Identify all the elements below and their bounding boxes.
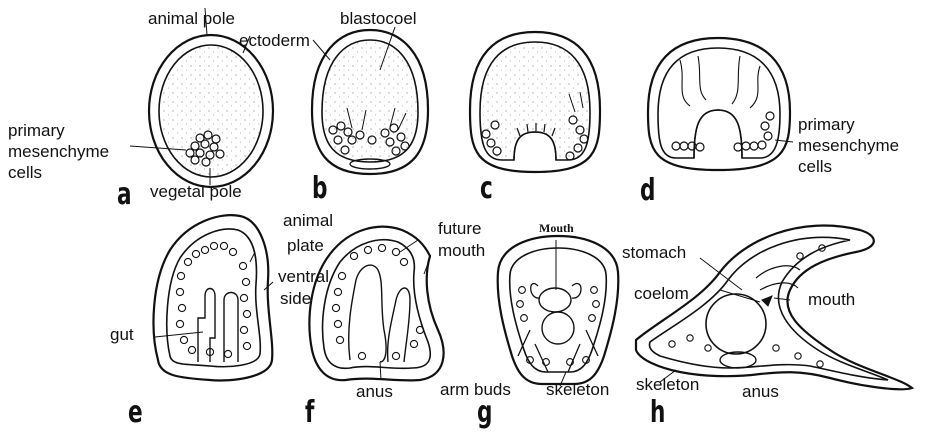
label-mouth-h: mouth [808, 291, 855, 308]
label-side: side [280, 290, 311, 307]
embryo-b [312, 27, 428, 174]
panel-letter-d: d [640, 176, 655, 206]
label-stomach: stomach [622, 244, 686, 261]
label-future: future [438, 220, 481, 237]
panel-letter-h: h [650, 398, 665, 428]
label-skeleton-g: skeleton [546, 381, 609, 398]
label-mesenchyme-d: mesenchyme [798, 137, 899, 154]
label-animal-pole: animal pole [148, 10, 235, 27]
embryo-d [648, 38, 793, 170]
label-plate: plate [287, 237, 324, 254]
panel-letter-b: b [312, 174, 327, 204]
panel-letter-f: f [305, 398, 314, 428]
label-mouth-f: mouth [438, 242, 485, 259]
label-ventral: ventral [278, 268, 329, 285]
label-coelom: coelom [634, 285, 689, 302]
panel-letter-c: c [480, 174, 493, 204]
label-ectoderm: ectoderm [239, 32, 310, 49]
panel-letter-a: a [117, 180, 132, 210]
label-primary-a: primary [8, 122, 65, 139]
label-animal: animal [283, 212, 333, 229]
label-mouth-g: Mouth [539, 222, 574, 234]
label-vegetal-pole: vegetal pole [150, 183, 242, 200]
label-skeleton-h: skeleton [636, 376, 699, 393]
label-blastocoel: blastocoel [340, 10, 417, 27]
label-anus-f: anus [356, 383, 393, 400]
label-mesenchyme-a: mesenchyme [8, 143, 109, 160]
label-primary-d: primary [798, 116, 855, 133]
label-arm-buds: arm buds [440, 381, 511, 398]
embryo-e [154, 215, 273, 380]
label-anus-h: anus [742, 383, 779, 400]
panel-letter-g: g [477, 398, 492, 428]
label-gut: gut [110, 326, 134, 343]
embryo-c [470, 32, 600, 172]
label-cells-d: cells [798, 158, 832, 175]
embryo-f [309, 227, 443, 381]
label-cells-a: cells [8, 164, 42, 181]
embryo-g [498, 236, 619, 386]
panel-letter-e: e [128, 398, 143, 428]
